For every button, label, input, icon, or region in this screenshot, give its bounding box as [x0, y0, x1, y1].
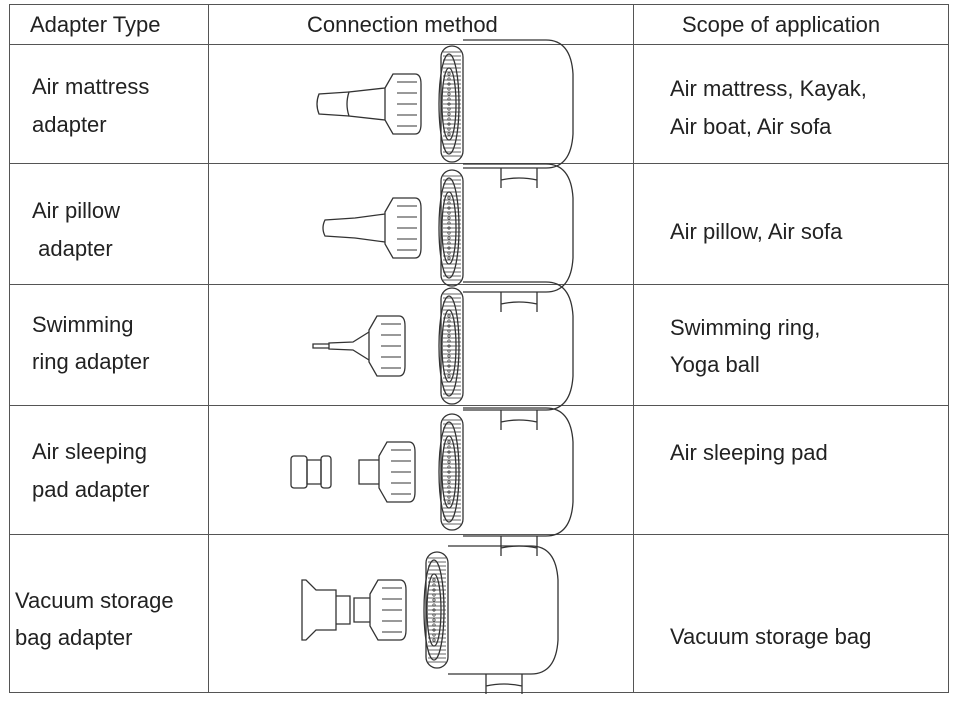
adapter-type-cell: Air mattress: [32, 74, 150, 99]
pump-body: [439, 164, 573, 312]
pump-body: [439, 408, 573, 556]
adapter-type-cell: adapter: [32, 236, 113, 261]
table-border-left: [9, 4, 10, 693]
header-connection-method: Connection method: [307, 12, 498, 37]
row-divider: [9, 405, 949, 406]
pump-illustration: [236, 552, 556, 672]
scope-cell: Air pillow, Air sofa: [670, 219, 843, 244]
pump-illustration: [251, 414, 571, 534]
header-adapter-type: Adapter Type: [30, 12, 161, 37]
pump-illustration: [251, 288, 571, 408]
adapter-type-cell: Swimming: [32, 312, 134, 337]
scope-cell: Swimming ring,: [670, 315, 821, 340]
row-divider: [9, 534, 949, 535]
adapter-collar: [385, 74, 421, 134]
adapter-collar: [385, 198, 421, 258]
adapter-type-cell: Vacuum storage: [15, 588, 174, 613]
table-border-right: [948, 4, 949, 693]
table-border-bottom: [9, 692, 949, 693]
adapter-type-cell: adapter: [32, 112, 107, 137]
adapter-type-cell: bag adapter: [15, 625, 133, 650]
scope-cell: Air mattress, Kayak,: [670, 76, 867, 101]
pump-body: [439, 40, 573, 188]
column-divider: [208, 4, 209, 693]
adapter-type-cell: Air pillow: [32, 198, 121, 223]
scope-cell: Air boat, Air sofa: [670, 114, 832, 139]
column-divider: [633, 4, 634, 693]
scope-cell: Air sleeping pad: [670, 440, 828, 465]
scope-cell: Yoga ball: [670, 352, 760, 377]
adapter-type-cell: ring adapter: [32, 349, 150, 374]
row-divider: [9, 284, 949, 285]
pump-body: [439, 282, 573, 430]
header-divider: [9, 44, 949, 45]
scope-cell: Vacuum storage bag: [670, 624, 872, 649]
pump-body: [424, 546, 558, 694]
adapter-collar: [370, 580, 406, 640]
pump-illustration: [251, 46, 571, 166]
adapter-type-cell: pad adapter: [32, 477, 150, 502]
adapter-collar: [379, 442, 415, 502]
table-border-top: [9, 4, 949, 5]
adapter-type-cell: Air sleeping: [32, 439, 147, 464]
header-scope: Scope of application: [682, 12, 881, 37]
adapter-collar: [369, 316, 405, 376]
pump-illustration: [251, 170, 571, 290]
